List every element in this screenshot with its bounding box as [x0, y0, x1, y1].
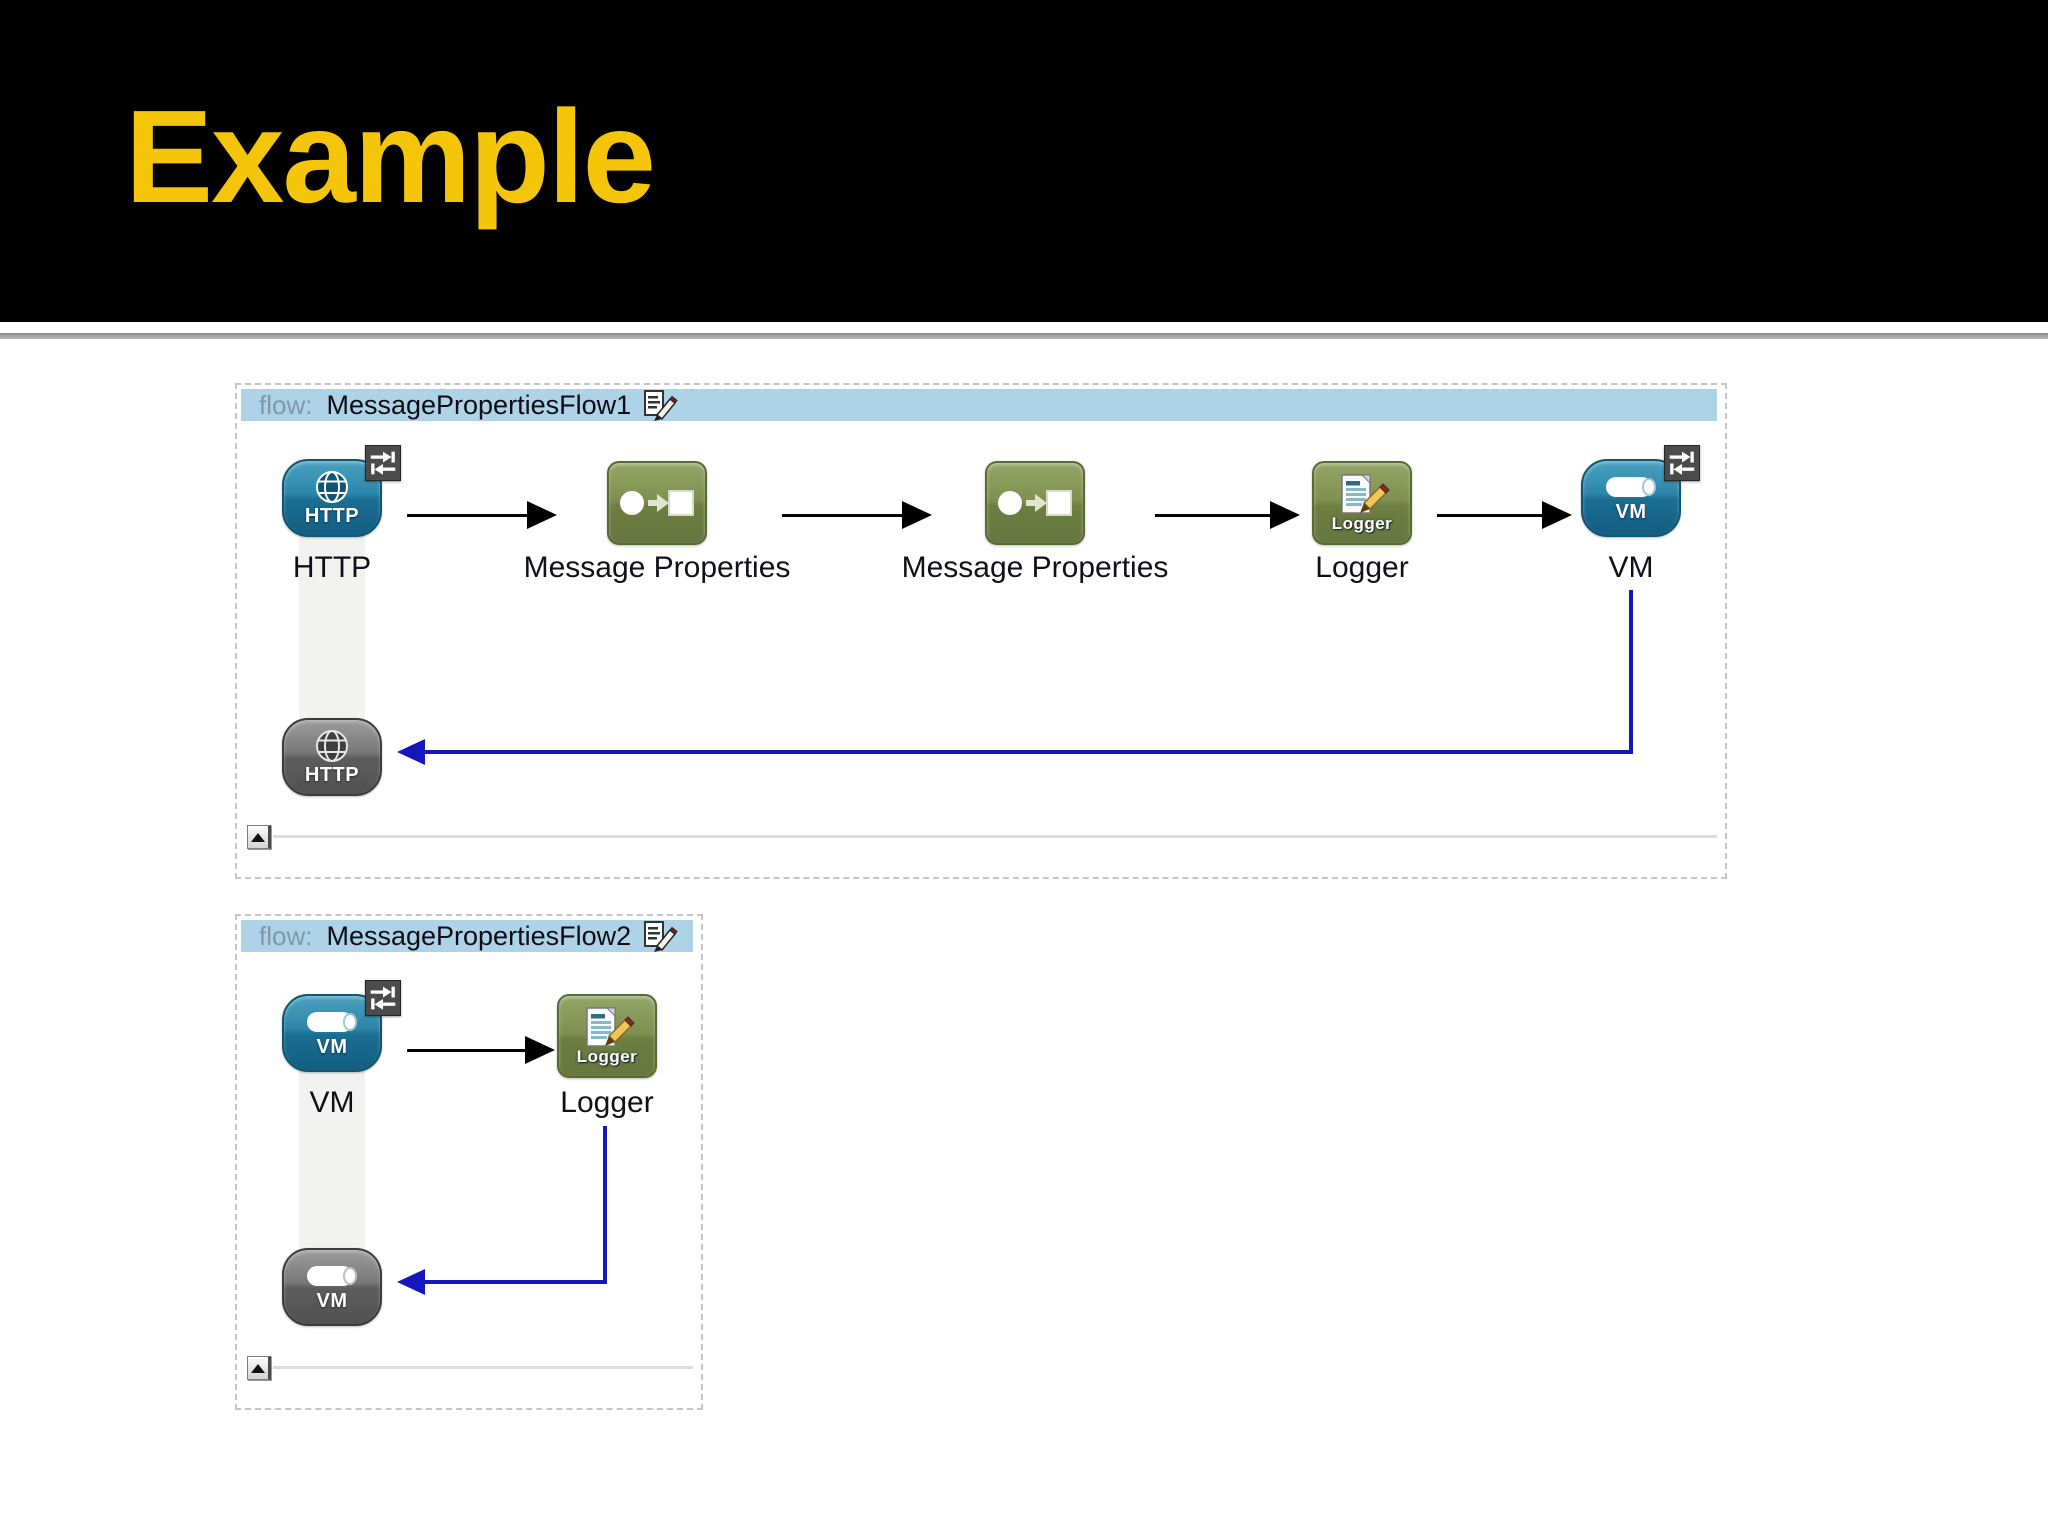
flow-prefix-label: flow: [259, 920, 313, 951]
splitter-line [273, 1366, 693, 1369]
globe-icon [316, 470, 348, 503]
page-title: Example [125, 83, 656, 230]
document-pencil-icon [586, 1007, 635, 1047]
node-http-response[interactable]: HTTP [282, 718, 382, 796]
edit-flow-name-icon[interactable] [643, 920, 679, 952]
flow-name-label: MessagePropertiesFlow2 [326, 920, 632, 951]
message-arrow [407, 1036, 555, 1064]
title-banner: Example [0, 0, 2048, 322]
node-message-properties-2[interactable] [985, 461, 1085, 545]
cylinder-icon [1606, 476, 1656, 497]
transform-icon [998, 490, 1072, 516]
node-label: Message Properties [901, 551, 1169, 584]
message-arrow [782, 501, 932, 529]
document-pencil-icon [1341, 474, 1390, 514]
node-message-properties-1[interactable] [607, 461, 707, 545]
node-label: VM [309, 1086, 355, 1119]
response-arrow-horizontal [423, 1280, 607, 1284]
node-label: VM [1608, 551, 1654, 584]
flow-name-label: MessagePropertiesFlow1 [326, 389, 632, 420]
node-vm-response[interactable]: VM [282, 1248, 382, 1326]
splitter-line [273, 835, 1717, 838]
node-icon-text: VM [316, 1289, 348, 1312]
banner-separator-line [0, 333, 2048, 339]
globe-icon [316, 729, 348, 762]
collapse-response-button[interactable] [247, 1356, 271, 1380]
transform-icon [620, 490, 694, 516]
node-label: Logger [560, 1086, 654, 1119]
message-arrow [1437, 501, 1572, 529]
response-arrow-vertical [603, 1126, 607, 1284]
node-label: Logger [1315, 551, 1409, 584]
response-arrow-vertical [1629, 590, 1633, 754]
node-vm-outbound[interactable]: VM [1581, 459, 1681, 537]
message-arrow [407, 501, 557, 529]
exchange-pattern-badge-icon[interactable] [1664, 445, 1700, 481]
cylinder-icon [307, 1265, 357, 1286]
triangle-up-icon [251, 832, 265, 842]
message-arrow [1155, 501, 1300, 529]
cylinder-icon [307, 1011, 357, 1032]
triangle-up-icon [251, 1363, 265, 1373]
flow-container-1: flow: MessagePropertiesFlow1 HTTP [235, 383, 1727, 879]
response-arrow-head [397, 1269, 425, 1295]
node-icon-text: HTTP [304, 504, 360, 527]
node-label: HTTP [292, 551, 372, 584]
node-logger[interactable]: Logger [557, 994, 657, 1078]
node-label: Message Properties [523, 551, 791, 584]
node-icon-text: VM [1615, 500, 1647, 523]
collapse-response-button[interactable] [247, 825, 271, 849]
node-icon-text: Logger [576, 1047, 638, 1066]
node-logger[interactable]: Logger [1312, 461, 1412, 545]
flow-container-2: flow: MessagePropertiesFlow2 VM [235, 914, 703, 1410]
edit-flow-name-icon[interactable] [643, 389, 679, 421]
flow-prefix-label: flow: [259, 389, 313, 420]
exchange-pattern-badge-icon[interactable] [365, 980, 401, 1016]
response-arrow-horizontal [423, 750, 1633, 754]
flow2-header: flow: MessagePropertiesFlow2 [241, 920, 693, 952]
response-arrow-head [397, 739, 425, 765]
flow1-header: flow: MessagePropertiesFlow1 [241, 389, 1717, 421]
node-icon-text: HTTP [304, 763, 360, 786]
node-icon-text: Logger [1331, 514, 1393, 533]
exchange-pattern-badge-icon[interactable] [365, 445, 401, 481]
node-icon-text: VM [316, 1035, 348, 1058]
